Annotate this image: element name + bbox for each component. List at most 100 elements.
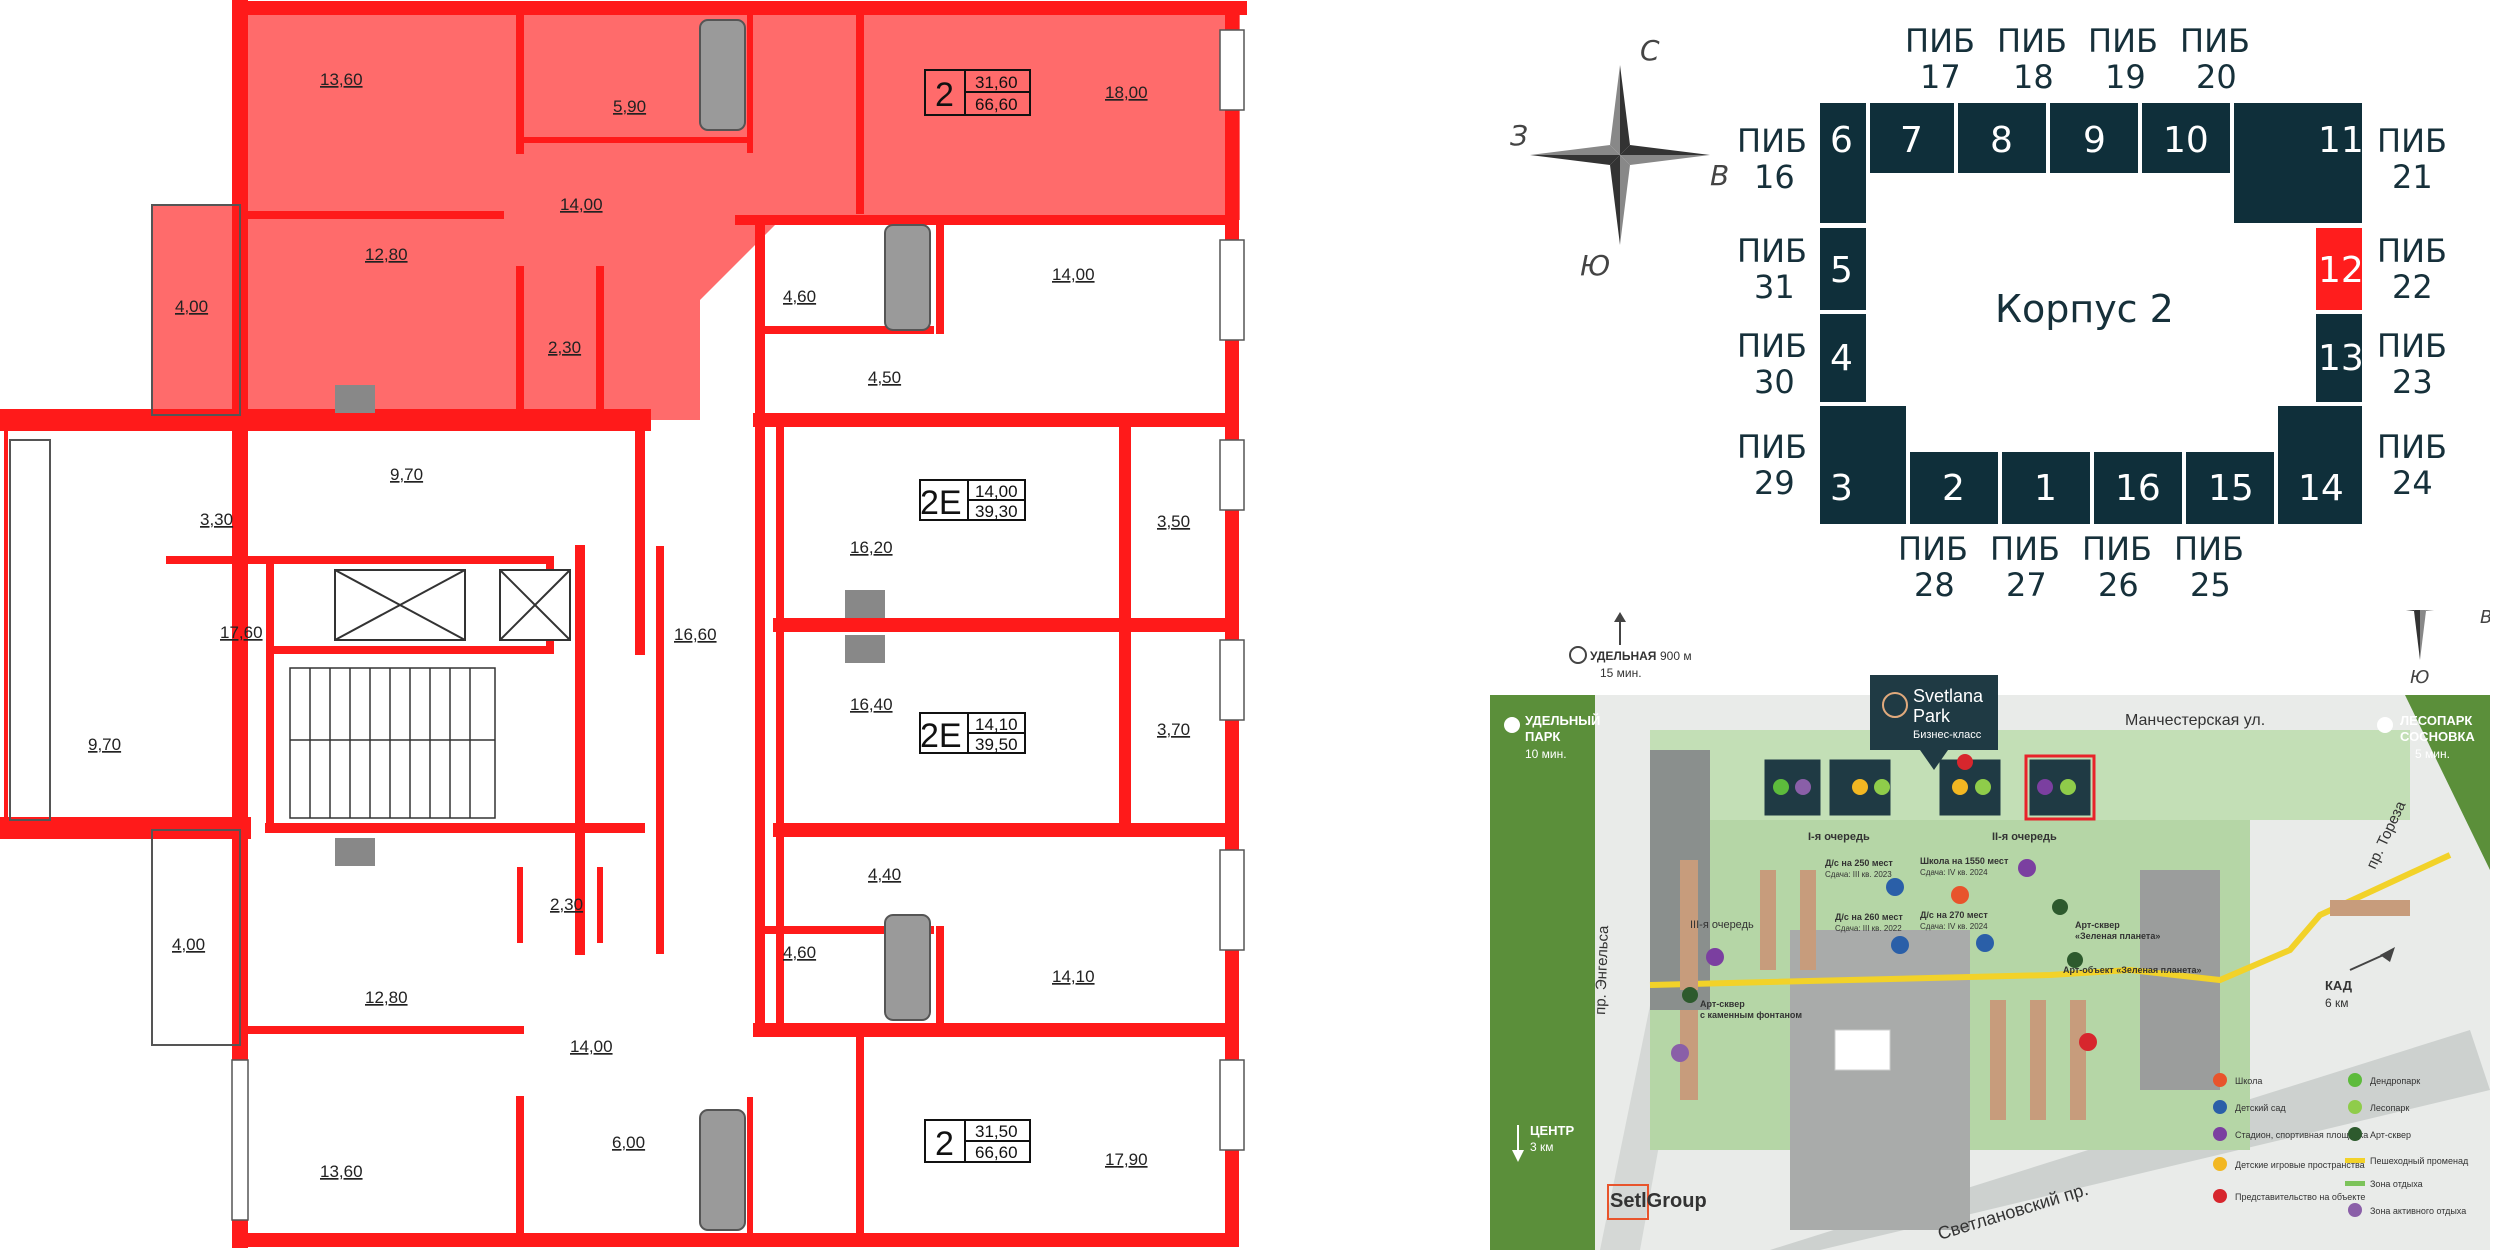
room-area: 4,00: [172, 935, 205, 954]
svg-text:с каменным фонтаном: с каменным фонтаном: [1700, 1010, 1802, 1020]
map-legend: Школа Детский сад Стадион, спортивная пл…: [2213, 1073, 2469, 1217]
svg-text:Ю: Ю: [1580, 249, 1610, 282]
room-area: 13,60: [320, 1162, 363, 1181]
svg-text:III-я очередь: III-я очередь: [1690, 919, 1754, 931]
room-area: 4,40: [868, 865, 901, 884]
apartment-badge-selected[interactable]: 2 31,60 66,60: [924, 69, 1031, 116]
section-number[interactable]: 10: [2163, 120, 2209, 161]
svg-text:Школа на 1550 мест: Школа на 1550 мест: [1920, 856, 2009, 866]
svg-text:6 км: 6 км: [2325, 996, 2349, 1010]
section-number[interactable]: 3: [1830, 468, 1853, 509]
room-area: 16,20: [850, 538, 893, 557]
section-number[interactable]: 12: [2318, 250, 2364, 291]
svg-text:Арт-сквер: Арт-сквер: [2075, 920, 2120, 930]
svg-text:21: 21: [2392, 158, 2433, 196]
svg-text:КАД: КАД: [2325, 978, 2353, 993]
svg-text:25: 25: [2190, 566, 2231, 604]
svg-text:УДЕЛЬНАЯ: УДЕЛЬНАЯ: [1590, 649, 1656, 663]
svg-text:27: 27: [2006, 566, 2047, 604]
svg-text:Дендропарк: Дендропарк: [2370, 1076, 2420, 1086]
room-area: 4,60: [783, 287, 816, 306]
svg-text:пр. Энгельса: пр. Энгельса: [1592, 925, 1612, 1015]
svg-text:«Зеленая планета»: «Зеленая планета»: [2075, 931, 2160, 941]
room-area: 14,00: [570, 1037, 613, 1056]
svg-text:УДЕЛЬНЫЙ: УДЕЛЬНЫЙ: [1525, 713, 1600, 728]
svg-text:19: 19: [2105, 58, 2146, 96]
room-area: 2,30: [548, 338, 581, 357]
selected-apartment-area[interactable]: [240, 6, 1240, 420]
svg-text:I-я очередь: I-я очередь: [1808, 831, 1870, 843]
svg-text:ПИБ: ПИБ: [2174, 530, 2244, 568]
section-number[interactable]: 14: [2298, 468, 2344, 509]
svg-text:31,60: 31,60: [975, 73, 1018, 92]
section-number[interactable]: 11: [2318, 120, 2364, 161]
svg-text:Сдача: III кв. 2022: Сдача: III кв. 2022: [1835, 924, 1902, 933]
room-area: 4,50: [868, 368, 901, 387]
section-number[interactable]: 9: [2083, 120, 2106, 161]
svg-text:20: 20: [2196, 58, 2237, 96]
svg-text:С: С: [1640, 34, 1660, 67]
selected-building-marker[interactable]: [2024, 754, 2096, 821]
svg-text:ПИБ: ПИБ: [1737, 327, 1807, 365]
svg-text:Д/с на 270 мест: Д/с на 270 мест: [1920, 910, 1988, 920]
developer-logo: [1607, 1184, 1649, 1220]
room-area: 9,70: [88, 735, 121, 754]
svg-text:14,10: 14,10: [975, 715, 1018, 734]
svg-text:900 м: 900 м: [1660, 649, 1692, 663]
site-map: С Ю З В УДЕЛЬНАЯ 900 м 15 мин.: [1490, 610, 2490, 1250]
svg-text:Сдача: IV кв. 2024: Сдача: IV кв. 2024: [1920, 868, 1988, 877]
section-number[interactable]: 13: [2318, 338, 2364, 379]
compass-icon: С Ю З В: [1510, 34, 1729, 282]
svg-text:ПИБ: ПИБ: [2082, 530, 2152, 568]
metro-marker: УДЕЛЬНАЯ 900 м 15 мин.: [1569, 612, 1692, 680]
section-number[interactable]: 1: [2034, 468, 2057, 509]
room-area: 6,00: [612, 1133, 645, 1152]
svg-text:ПИБ: ПИБ: [1905, 22, 1975, 60]
pedestrian-promenade: [1649, 852, 2452, 988]
svg-text:39,50: 39,50: [975, 735, 1018, 754]
svg-text:З: З: [1510, 119, 1528, 152]
section-number[interactable]: 15: [2208, 468, 2254, 509]
svg-text:10 мин.: 10 мин.: [1525, 747, 1567, 761]
svg-text:ПИБ: ПИБ: [1737, 428, 1807, 466]
svg-text:Пешеходный променад: Пешеходный променад: [2370, 1156, 2469, 1166]
svg-text:66,60: 66,60: [975, 95, 1018, 114]
apartment-badge-2e-a[interactable]: 2Е 14,00 39,30: [919, 479, 1026, 522]
svg-text:2Е: 2Е: [920, 717, 962, 755]
room-area: 5,90: [613, 97, 646, 116]
section-number[interactable]: 5: [1830, 250, 1853, 291]
svg-text:Park: Park: [1913, 706, 1951, 726]
section-number[interactable]: 16: [2115, 468, 2161, 509]
section-number[interactable]: 2: [1942, 468, 1965, 509]
building-key-plan: С Ю З В 6 7 8 9 10 11 12 13 14 3 2 1 16 …: [1510, 22, 2447, 604]
svg-text:ПИБ: ПИБ: [2180, 22, 2250, 60]
section-number[interactable]: 7: [1900, 120, 1923, 161]
svg-text:Зона отдыха: Зона отдыха: [2370, 1179, 2423, 1189]
room-area: 14,00: [560, 195, 603, 214]
room-area: 4,00: [175, 297, 208, 316]
svg-text:Д/с на 260 мест: Д/с на 260 мест: [1835, 912, 1903, 922]
room-area: 2,30: [550, 895, 583, 914]
svg-text:ПИБ: ПИБ: [2377, 122, 2447, 160]
svg-text:14,00: 14,00: [975, 482, 1018, 501]
apartment-badge-bottom[interactable]: 2 31,50 66,60: [924, 1119, 1031, 1163]
section-number[interactable]: 4: [1830, 338, 1853, 379]
section-number[interactable]: 6: [1830, 120, 1853, 161]
svg-text:Ю: Ю: [2410, 667, 2429, 688]
svg-text:17: 17: [1920, 58, 1961, 96]
project-logo: Svetlana Park Бизнес-класс: [1870, 675, 1998, 770]
room-area: 17,90: [1105, 1150, 1148, 1169]
svg-text:Арт-сквер: Арт-сквер: [1700, 999, 1745, 1009]
section-12-selected[interactable]: [2316, 228, 2362, 310]
building-outline: [1820, 103, 2362, 524]
section-number[interactable]: 8: [1990, 120, 2013, 161]
svg-text:3 км: 3 км: [1530, 1140, 1554, 1154]
svg-text:СОСНОВКА: СОСНОВКА: [2400, 729, 2475, 744]
udelny-park: [1490, 695, 1595, 1250]
svg-text:Сдача: IV кв. 2024: Сдача: IV кв. 2024: [1920, 922, 1988, 931]
svg-text:31: 31: [1754, 268, 1795, 306]
apartment-badge-2e-b[interactable]: 2Е 14,10 39,50: [919, 712, 1026, 755]
svg-text:18: 18: [2013, 58, 2054, 96]
